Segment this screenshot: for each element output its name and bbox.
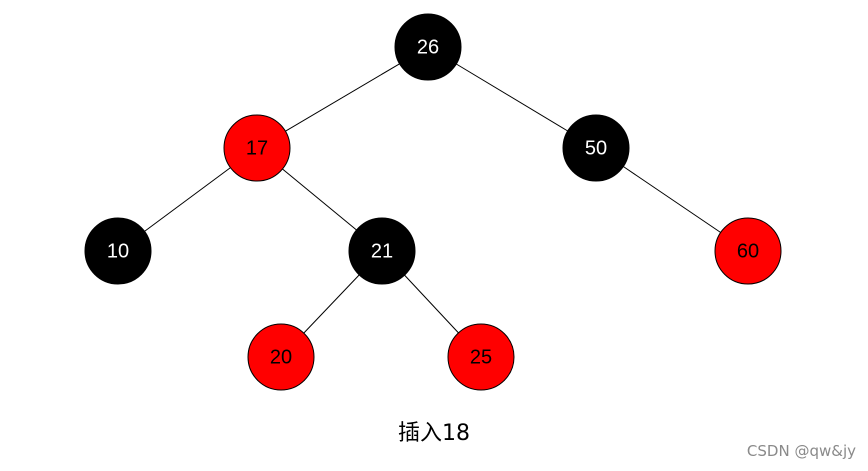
- node-label: 20: [270, 346, 292, 368]
- tree-node-50: 50: [562, 114, 630, 182]
- node-circle-black: [84, 217, 152, 285]
- tree-node-26: 26: [394, 13, 462, 81]
- node-label: 17: [246, 137, 268, 159]
- node-circle-red: [714, 217, 782, 285]
- tree-node-20: 20: [247, 323, 315, 391]
- node-circle-red: [247, 323, 315, 391]
- edge-17-10: [144, 167, 231, 232]
- edge-50-60: [623, 166, 721, 233]
- tree-node-10: 10: [84, 217, 152, 285]
- node-circle-black: [348, 217, 416, 285]
- node-circle-red: [447, 323, 515, 391]
- edges: [144, 63, 721, 334]
- node-label: 10: [107, 240, 129, 262]
- node-label: 50: [585, 137, 607, 159]
- edge-21-25: [404, 274, 459, 334]
- edge-26-17: [285, 63, 400, 132]
- edge-21-20: [303, 274, 360, 334]
- node-circle-black: [394, 13, 462, 81]
- node-label: 26: [417, 36, 439, 58]
- node-label: 21: [371, 240, 393, 262]
- edge-17-21: [282, 168, 357, 231]
- tree-node-60: 60: [714, 217, 782, 285]
- diagram-caption: 插入18: [398, 421, 470, 446]
- tree-node-25: 25: [447, 323, 515, 391]
- tree-node-21: 21: [348, 217, 416, 285]
- node-circle-red: [223, 114, 291, 182]
- nodes: 26 17 50 10 21 60 20 25: [84, 13, 782, 391]
- node-label: 25: [470, 346, 492, 368]
- tree-node-17: 17: [223, 114, 291, 182]
- node-circle-black: [562, 114, 630, 182]
- watermark: CSDN @qw&jy: [746, 442, 856, 460]
- edge-26-50: [456, 63, 568, 132]
- node-label: 60: [737, 240, 759, 262]
